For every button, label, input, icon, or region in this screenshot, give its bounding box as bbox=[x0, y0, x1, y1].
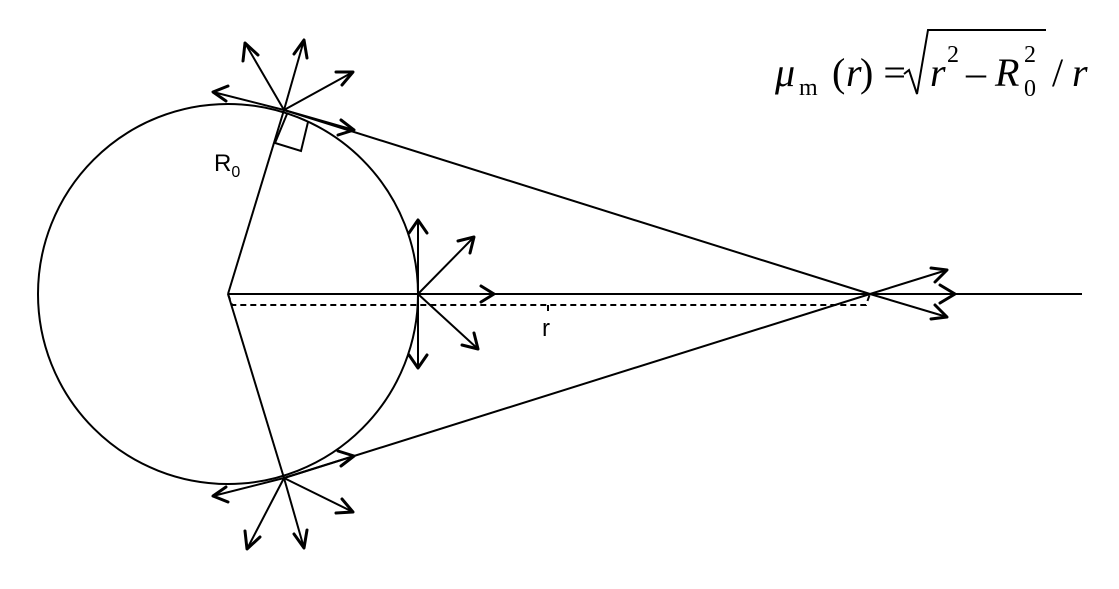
equation-r-superscript: 2 bbox=[947, 42, 959, 68]
radius-line-lower bbox=[227, 293, 285, 479]
equation-R-subscript: 0 bbox=[1024, 76, 1036, 102]
equation-minus: – bbox=[965, 50, 987, 95]
tangent-line-upper bbox=[283, 109, 871, 295]
equation-mu: μ bbox=[774, 50, 795, 95]
lower-point-emission-arrows bbox=[211, 449, 356, 551]
right-angle-marker bbox=[273, 113, 309, 153]
radius-line-upper bbox=[227, 109, 285, 295]
equation-variable: r bbox=[846, 50, 862, 95]
radius-label: R0 bbox=[214, 150, 240, 181]
equation-close-equals: ) = bbox=[860, 50, 906, 95]
distance-r-bracket bbox=[227, 293, 871, 306]
equation-sqrt-sign bbox=[903, 29, 1046, 95]
equation: μ m ( r ) = r 2 – R 0 2 / r bbox=[774, 29, 1088, 102]
equation-slash: / bbox=[1052, 50, 1064, 95]
equation-R-superscript: 2 bbox=[1024, 42, 1036, 68]
distance-label: r bbox=[542, 315, 550, 342]
axis-point-emission-arrows bbox=[407, 218, 496, 370]
equation-mu-subscript: m bbox=[799, 75, 818, 101]
observer-point-arrows bbox=[869, 266, 957, 321]
equation-r-denominator: r bbox=[1072, 50, 1088, 95]
equation-R-in-root: R bbox=[994, 50, 1019, 95]
upper-point-emission-arrows bbox=[211, 38, 356, 137]
equation-r-in-root: r bbox=[930, 50, 946, 95]
equation-open-paren: ( bbox=[832, 50, 845, 95]
tangent-line-lower bbox=[283, 293, 871, 479]
